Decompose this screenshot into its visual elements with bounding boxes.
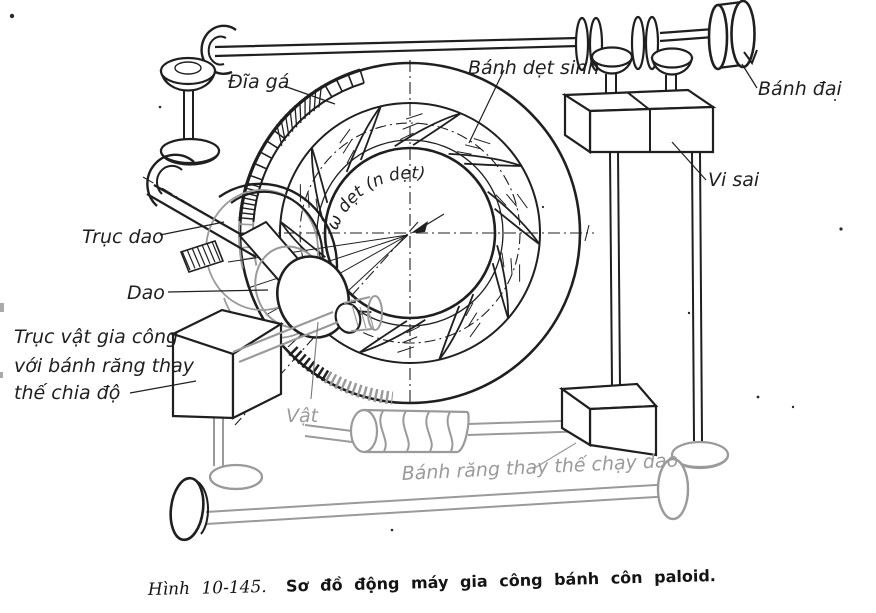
rotation-arrow <box>411 213 445 233</box>
cutter-disk <box>276 255 350 339</box>
main-drive-shaft <box>214 27 715 58</box>
caption-figure-number: Hình 10-145. <box>147 577 267 600</box>
caption-text: Sơ đồ động máy gia công bánh côn paloid. <box>286 566 716 595</box>
scan-noise <box>0 13 843 577</box>
worm-drive-1 <box>574 16 634 95</box>
label-banh-dai: Bánh đai <box>758 78 843 100</box>
label-truc-dao: Trục dao <box>82 226 164 248</box>
worm-drive-2 <box>630 15 694 93</box>
belt-pulley <box>707 0 758 71</box>
bevel-gear-hatched <box>179 240 225 273</box>
label-vi-sai: Vi sai <box>708 169 760 191</box>
label-dao: Dao <box>127 282 165 304</box>
differential-output-shafts <box>609 151 703 442</box>
label-truc-vat-2: với bánh răng thay <box>14 355 195 377</box>
figure-caption: Hình 10-145. Sơ đồ động máy gia công bán… <box>147 566 716 600</box>
label-banh-rang-chay-dao: Bánh răng thay thế chạy dao <box>401 449 679 484</box>
label-dia-ga: Đĩa gá <box>228 71 289 93</box>
workpiece-spindle <box>232 295 383 364</box>
feed-change-gearbox <box>558 382 659 457</box>
cutter-head <box>205 182 362 339</box>
label-vat: Vật <box>286 405 320 427</box>
bottom-left-bevel-gears <box>169 409 264 542</box>
leader-lines <box>129 63 758 470</box>
label-banh-det-sinh: Bánh dẹt sinh <box>468 57 599 79</box>
feed-worm <box>349 408 470 454</box>
cradle-rim <box>237 68 365 269</box>
rim-hatching <box>288 346 394 405</box>
bottom-right-bevel-gears <box>656 440 730 521</box>
differential-box <box>561 88 717 155</box>
label-truc-vat-3: thế chia độ <box>14 382 120 404</box>
label-truc-vat-1: Trục vật gia công <box>14 326 178 348</box>
left-drive-column <box>146 24 237 207</box>
feed-shafts <box>205 419 690 525</box>
